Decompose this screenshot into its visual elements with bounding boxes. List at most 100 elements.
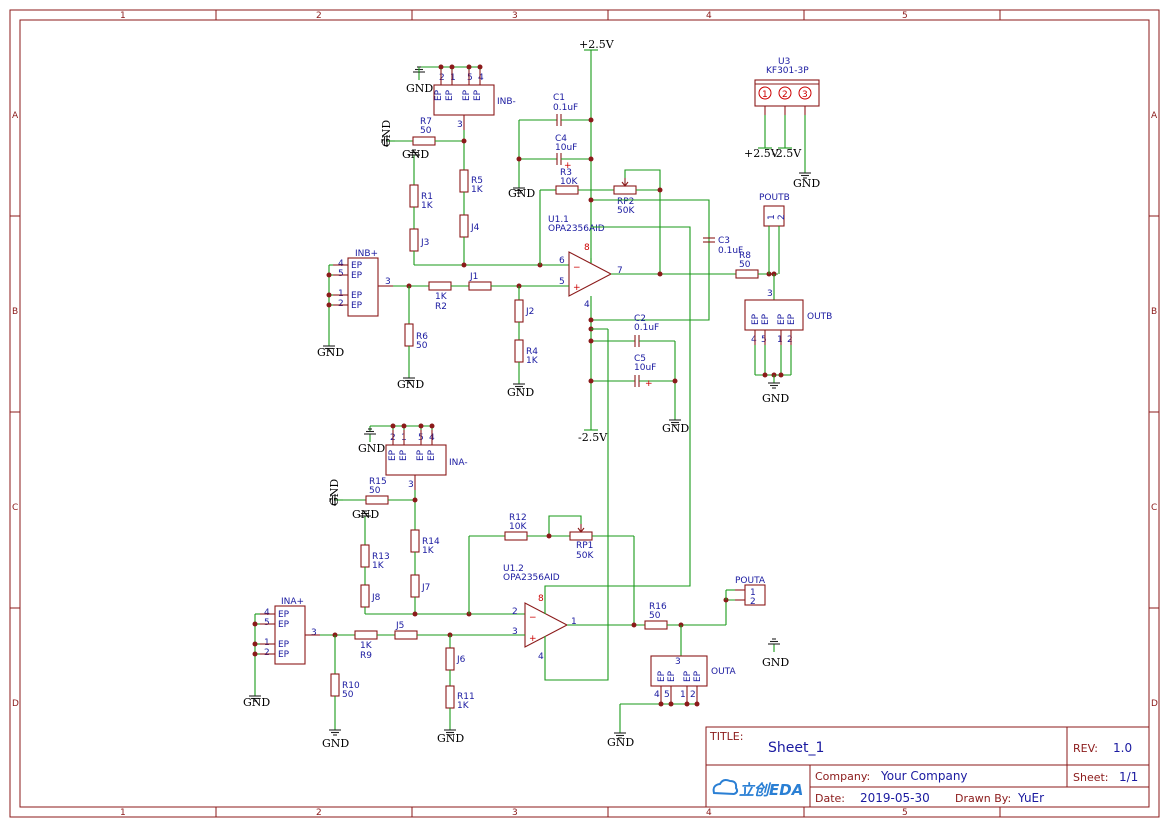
gnd-u3: GND xyxy=(793,177,820,190)
svg-text:4: 4 xyxy=(584,300,590,310)
svg-text:2: 2 xyxy=(439,73,445,83)
zone-row-c-right: C xyxy=(1151,503,1157,513)
r7-ref: R7 xyxy=(420,117,432,127)
jumper-j7: J7 xyxy=(410,574,430,598)
gnd-ina-plus: GND xyxy=(243,696,270,709)
net-vpos-b: +2.5V xyxy=(579,38,615,51)
zone-row-a: A xyxy=(12,111,19,121)
zone-col-2: 2 xyxy=(316,11,322,21)
svg-text:2: 2 xyxy=(787,335,793,345)
outb-label: OUTB xyxy=(807,312,832,322)
svg-text:−: − xyxy=(573,263,581,273)
svg-text:5: 5 xyxy=(467,73,473,83)
svg-text:EP: EP xyxy=(278,650,290,660)
svg-text:1: 1 xyxy=(338,289,344,299)
u3-ref: U3 xyxy=(778,57,790,67)
poutb-label: POUTB xyxy=(759,193,790,203)
inb-plus-label: INB+ xyxy=(355,249,378,259)
gnd-r10: GND xyxy=(322,737,349,750)
svg-text:7: 7 xyxy=(617,266,623,276)
net-vneg-b: -2.5V xyxy=(578,431,608,444)
svg-text:EP: EP xyxy=(683,670,693,682)
r14-value: 1K xyxy=(422,546,435,556)
svg-text:EP: EP xyxy=(399,449,409,461)
zone-col-1-bottom: 1 xyxy=(120,808,126,818)
gnd-ina-minus: GND xyxy=(358,442,385,455)
r8-value: 50 xyxy=(739,260,751,270)
sheet-label: Sheet: xyxy=(1073,771,1109,784)
svg-text:1: 1 xyxy=(762,90,768,100)
svg-text:+: + xyxy=(573,283,581,293)
pouta-label: POUTA xyxy=(735,576,766,586)
r3-value: 10K xyxy=(560,177,578,187)
svg-text:8: 8 xyxy=(538,594,544,604)
r1-value: 1K xyxy=(421,201,434,211)
resistor-r16: R16 50 xyxy=(644,602,668,630)
easyeda-logo: 立创EDA xyxy=(712,779,803,799)
j4-ref: J4 xyxy=(470,223,480,233)
c1-value: 0.1uF xyxy=(553,103,578,113)
drawn-by-label: Drawn By: xyxy=(955,792,1011,805)
svg-text:2: 2 xyxy=(782,90,788,100)
svg-text:EP: EP xyxy=(761,313,771,325)
svg-text:EP: EP xyxy=(416,449,426,461)
r11-value: 1K xyxy=(457,701,470,711)
gnd-r11: GND xyxy=(437,732,464,745)
jumper-j1: J1 xyxy=(468,272,492,291)
svg-text:+: + xyxy=(645,379,653,389)
svg-text:2: 2 xyxy=(264,648,270,658)
title-block: TITLE: Sheet_1 REV: 1.0 Company: Your Co… xyxy=(705,726,1150,808)
resistor-r15: R15 50 xyxy=(343,477,415,505)
r7-value: 50 xyxy=(420,126,432,136)
j5-ref: J5 xyxy=(395,621,404,631)
svg-text:EP: EP xyxy=(667,670,677,682)
date-value: 2019-05-30 xyxy=(860,791,930,805)
rp1-ref: RP1 xyxy=(576,541,593,551)
j1-ref: J1 xyxy=(469,272,478,282)
r12-value: 10K xyxy=(509,522,527,532)
svg-text:EP: EP xyxy=(462,89,472,101)
zone-row-c: C xyxy=(12,503,18,513)
svg-text:8: 8 xyxy=(584,243,590,253)
jumper-j5: J5 xyxy=(394,621,418,640)
zone-col-4: 4 xyxy=(706,11,712,21)
r16-ref: R16 xyxy=(649,602,667,612)
svg-text:3: 3 xyxy=(457,120,463,130)
zone-col-4-bottom: 4 xyxy=(706,808,712,818)
resistor-r7: R7 50 xyxy=(395,117,464,146)
connector-poutb: POUTB 1 2 xyxy=(759,193,790,227)
svg-text:6: 6 xyxy=(559,256,565,266)
c1-ref: C1 xyxy=(553,93,565,103)
j2-ref: J2 xyxy=(525,307,534,317)
capacitor-c5: + C5 10uF xyxy=(591,354,675,389)
svg-text:2: 2 xyxy=(338,299,344,309)
jumper-j4: J4 xyxy=(459,214,480,238)
svg-text:EP: EP xyxy=(427,449,437,461)
drawing-frame xyxy=(9,9,1160,818)
rp2-ref: RP2 xyxy=(617,197,634,207)
c2-value: 0.1uF xyxy=(634,323,659,333)
capacitor-c1: C1 0.1uF xyxy=(519,93,591,126)
svg-text:5: 5 xyxy=(559,277,565,287)
svg-text:EP: EP xyxy=(351,291,363,301)
svg-text:3: 3 xyxy=(408,480,414,490)
net-vneg-u3: -2.5V xyxy=(772,147,802,160)
svg-text:1: 1 xyxy=(767,214,777,220)
connector-ina-plus: INA+ EP EP EP EP 4 5 1 2 3 xyxy=(260,597,320,665)
svg-text:EP: EP xyxy=(693,670,703,682)
connector-inb-minus: EP EP EP EP 2 1 5 4 3 INB- xyxy=(433,70,516,130)
svg-text:5: 5 xyxy=(264,618,270,628)
svg-text:EP: EP xyxy=(777,313,787,325)
j6-ref: J6 xyxy=(456,655,466,665)
j7-ref: J7 xyxy=(421,583,430,593)
outa-label: OUTA xyxy=(711,667,736,677)
r8-ref: R8 xyxy=(739,251,751,261)
svg-text:5: 5 xyxy=(338,269,344,279)
svg-text:EP: EP xyxy=(473,89,483,101)
zone-row-b: B xyxy=(12,307,18,317)
svg-text:3: 3 xyxy=(675,657,681,667)
rev-value: 1.0 xyxy=(1113,741,1132,755)
title-label: TITLE: xyxy=(709,730,743,743)
zone-col-3: 3 xyxy=(512,11,518,21)
zone-row-d-right: D xyxy=(1151,699,1158,709)
